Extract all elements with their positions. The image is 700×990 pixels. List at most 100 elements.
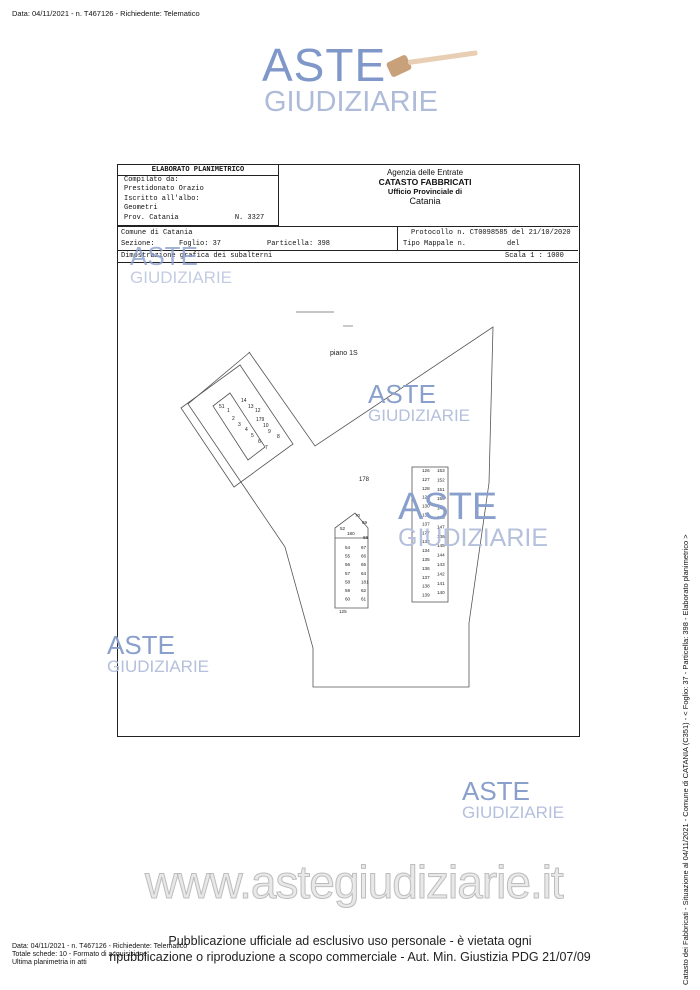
- unit-label: 8: [277, 434, 280, 440]
- unit-label: 2: [232, 416, 235, 422]
- unit-label: 1: [227, 408, 230, 414]
- unit-label: 7: [265, 445, 268, 451]
- unit-label: 179: [256, 417, 265, 423]
- unit-label: 70: [355, 513, 361, 518]
- unit-label: 126: [422, 468, 430, 473]
- watermark-aste: ASTE: [462, 776, 530, 806]
- unit-label: 5: [251, 433, 254, 439]
- footer-line1: Data: 04/11/2021 - n. T467126 - Richiede…: [12, 943, 188, 950]
- unit-label: 13: [248, 404, 254, 410]
- iscritto-label: Iscritto all'albo:: [124, 195, 200, 203]
- unit-label: 66: [361, 554, 367, 559]
- unit-label: 59: [345, 588, 351, 593]
- agency-block: Agenzia delle Entrate CATASTO FABBRICATI…: [340, 168, 510, 206]
- watermark-giudiziarie: GIUDIZIARIE: [107, 657, 210, 676]
- watermark-giudiziarie: GIUDIZIARIE: [398, 524, 549, 552]
- agency-line4: Catania: [409, 196, 441, 206]
- unit-label: 57: [345, 571, 351, 576]
- watermark-logo-plan-3: ASTE GIUDIZIARIE: [107, 632, 209, 675]
- watermark-aste: ASTE: [368, 379, 436, 409]
- comune: Comune di Catania: [121, 229, 193, 237]
- big-label: 178: [359, 477, 370, 483]
- watermark-giudiziarie: GIUDIZIARIE: [264, 86, 439, 118]
- unit-label: 133: [422, 539, 430, 544]
- unit-label: 61: [361, 597, 367, 602]
- watermark-logo-top: ASTE GIUDIZIARIE: [262, 39, 478, 118]
- unit-label: 65: [361, 562, 367, 567]
- unit-label: 3: [238, 422, 241, 428]
- agency-line1: Agenzia delle Entrate: [386, 168, 464, 177]
- unit-label: 67: [361, 545, 367, 550]
- watermark-logo-plan-4: ASTE GIUDIZIARIE: [462, 778, 564, 821]
- tipo-mappale-del: del: [507, 240, 520, 248]
- info-row-2: Dimostrazione grafica dei subalterni Sca…: [117, 250, 578, 263]
- unit-label: 125: [339, 609, 347, 614]
- unit-label: 62: [361, 588, 367, 593]
- unit-label: 54: [345, 545, 351, 550]
- unit-label: 136: [422, 566, 430, 571]
- unit-label: 12: [255, 408, 261, 414]
- unit-label: 130: [422, 504, 430, 509]
- unit-label: 181: [361, 579, 369, 584]
- unit-label: 137: [422, 521, 430, 526]
- watermark-aste: ASTE: [107, 630, 175, 660]
- unit-label: 56: [345, 562, 351, 567]
- unit-label: 128: [422, 486, 430, 491]
- unit-label: 134: [422, 548, 430, 553]
- unit-label: 150: [437, 496, 445, 501]
- unit-label: 52: [340, 526, 346, 531]
- agency-line3: Ufficio Provinciale di: [387, 187, 463, 196]
- watermark-giudiziarie: GIUDIZIARIE: [368, 406, 471, 425]
- unit-label: 141: [437, 581, 445, 586]
- unit-label: 6: [258, 439, 261, 445]
- publication-line1: Pubblicazione ufficiale ad esclusivo uso…: [168, 934, 532, 948]
- info-row: Comune di Catania Sezione: Foglio: 37 Pa…: [117, 226, 578, 251]
- unit-label: 55: [345, 554, 351, 559]
- scala: Scala 1 : 1000: [505, 252, 564, 260]
- gavel-icon: [386, 50, 478, 77]
- dimostrazione: Dimostrazione grafica dei subalterni: [121, 252, 273, 260]
- watermark-aste: ASTE: [262, 39, 387, 91]
- watermark-aste: ASTE: [398, 486, 498, 528]
- foglio: Foglio: 37: [179, 240, 222, 248]
- particella: Particella: 398: [267, 240, 331, 248]
- unit-label: 9: [268, 429, 271, 435]
- form-box: ELABORATO PLANIMETRICO Compilato da: Pre…: [117, 164, 279, 226]
- watermark-logo-plan-2: ASTE GIUDIZIARIE: [398, 488, 548, 551]
- unit-label: 148: [437, 515, 445, 520]
- watermark-giudiziarie: GIUDIZIARIE: [130, 268, 233, 287]
- agency-line2: CATASTO FABBRICATI: [378, 177, 472, 187]
- watermark-giudiziarie: GIUDIZIARIE: [462, 803, 565, 822]
- unit-label: 137: [422, 575, 430, 580]
- unit-label: 129: [422, 495, 430, 500]
- unit-label: 145: [437, 543, 445, 548]
- header-line: Data: 04/11/2021 - n. T467126 - Richiede…: [12, 9, 200, 18]
- prov-label: Prov. Catania: [124, 214, 179, 222]
- unit-label: 146: [437, 534, 445, 539]
- unit-label: 152: [437, 477, 445, 482]
- unit-label: 68: [363, 535, 369, 540]
- compilato-label: Compilato da:: [124, 176, 179, 184]
- unit-label: 142: [437, 571, 445, 576]
- watermark-logo-info: ASTE GIUDIZIARIE: [130, 243, 232, 286]
- unit-label: 135: [422, 557, 430, 562]
- unit-label: 140: [437, 590, 445, 595]
- watermark-aste: ASTE: [130, 241, 198, 271]
- form-title: ELABORATO PLANIMETRICO: [118, 165, 278, 176]
- unit-label: 51: [219, 404, 225, 410]
- unit-label: 180: [347, 531, 355, 536]
- unit-label: 153: [437, 468, 445, 473]
- footer-line2: Totale schede: 10 - Formato di acquisizi…: [12, 951, 148, 958]
- unit-label: 144: [437, 553, 445, 558]
- unit-label: 4: [245, 427, 248, 433]
- compilato-value: Prestidonato Orazio: [124, 184, 204, 193]
- unit-label: 64: [361, 571, 367, 576]
- publication-line2: ripubblicazione o riproduzione a scopo c…: [109, 950, 591, 964]
- unit-label: 10: [263, 423, 269, 429]
- unit-label: 151: [437, 487, 445, 492]
- unit-label: 143: [437, 562, 445, 567]
- watermark-logo-plan-1: ASTE GIUDIZIARIE: [368, 381, 470, 424]
- unit-label: 69: [362, 520, 368, 525]
- unit-label: 131: [422, 513, 430, 518]
